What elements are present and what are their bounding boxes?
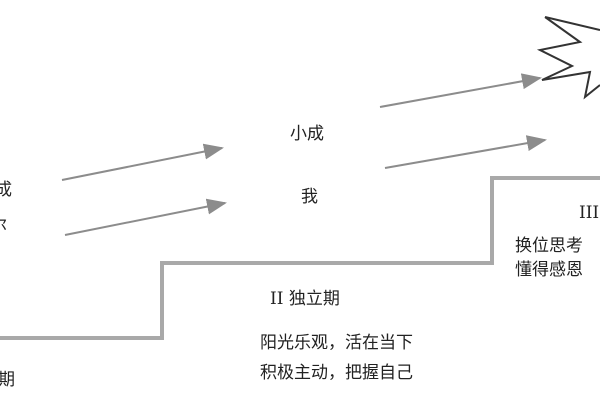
arrow: [379, 73, 542, 108]
arrow: [61, 143, 224, 181]
arrow-label-bottom: 我: [301, 187, 318, 207]
stage3-line2: 懂得感恩: [515, 260, 583, 280]
stage2-title: II 独立期: [270, 289, 340, 309]
left-text-top: 成: [0, 180, 12, 200]
stage2-line2: 积极主动，把握自己: [260, 363, 413, 383]
arrow: [64, 198, 227, 236]
arrow: [384, 135, 547, 169]
stage2-line1: 阳光乐观，活在当下: [260, 333, 413, 353]
left-text-middle: 尔: [0, 218, 7, 235]
left-text-bottom: 期: [0, 370, 15, 390]
arrow-label-top: 小成: [290, 124, 324, 144]
stage3-line1: 换位思考: [515, 236, 583, 256]
stage3-title: III: [579, 203, 600, 223]
burst-star-icon: [536, 16, 600, 100]
staircase-line: [0, 176, 600, 340]
